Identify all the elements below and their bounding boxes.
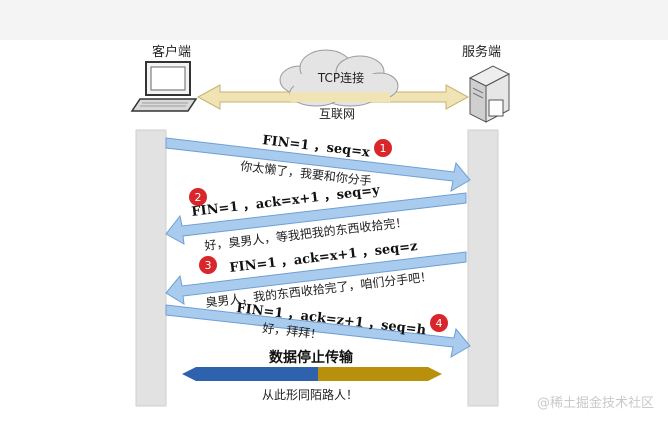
- band-blue: [182, 367, 318, 381]
- client-label: 客户端: [152, 44, 191, 60]
- step-number-4: 4: [436, 317, 443, 330]
- band-gold: [318, 367, 442, 381]
- connection-arrow-overlay: [290, 92, 390, 102]
- arrow-step-2: [165, 192, 467, 245]
- step-number-2: 2: [195, 191, 202, 204]
- step-number-1: 1: [380, 142, 387, 155]
- server-lifeline: [467, 129, 499, 407]
- arrow-step-4: [165, 304, 471, 358]
- stop-transmission-label: 数据停止传输: [269, 349, 354, 366]
- step-badge-3: [199, 256, 217, 274]
- client-lifeline: [135, 129, 167, 407]
- arrow-step-1: [165, 137, 471, 192]
- step-badge-2: [189, 188, 207, 206]
- step-badge-1: [374, 139, 392, 157]
- cloud-top-label: TCP连接: [317, 70, 364, 85]
- arrow-step-3: [165, 251, 467, 305]
- top-band: [0, 0, 668, 40]
- strangers-label: 从此形同陌路人！: [262, 387, 358, 402]
- step-badge-4: [430, 314, 448, 332]
- server-icon: [468, 65, 511, 123]
- message-4: 好，拜拜！: [262, 321, 323, 342]
- cloud-bottom-label: 互联网: [319, 107, 355, 121]
- step-number-3: 3: [205, 259, 212, 272]
- watermark: @稀土掘金技术社区: [536, 396, 654, 411]
- laptop-icon: [130, 61, 198, 112]
- server-label: 服务端: [462, 44, 501, 60]
